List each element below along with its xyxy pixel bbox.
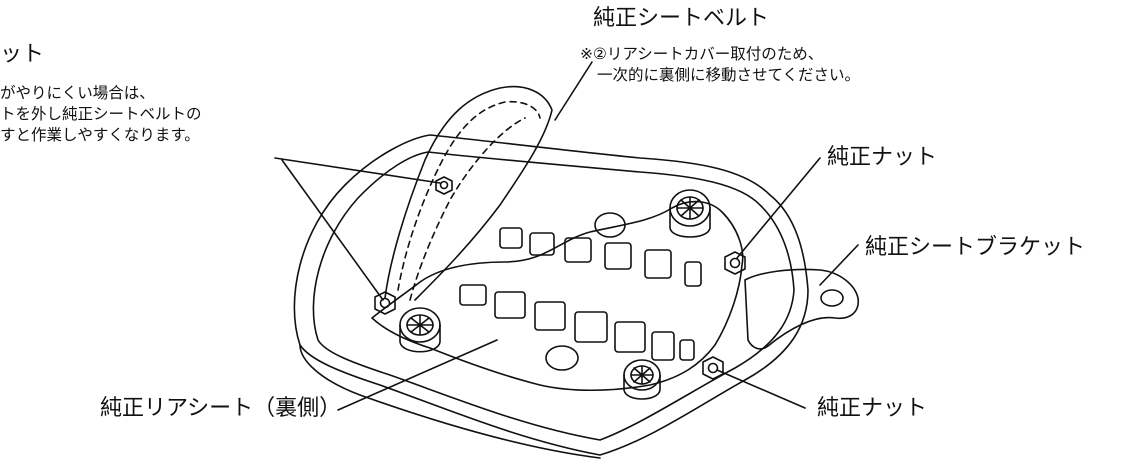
nut-right-lower xyxy=(702,356,724,380)
plate-slot xyxy=(651,331,675,361)
plate-slot xyxy=(574,311,608,343)
note-line: 一次的に裏側に移動させてください。 xyxy=(597,66,861,84)
seat-belt xyxy=(384,85,553,301)
leader-nut-bottom xyxy=(716,369,806,409)
plate-slot xyxy=(684,261,702,287)
plate-slot xyxy=(604,242,632,270)
seat-bracket xyxy=(744,268,860,350)
nut-right-upper xyxy=(724,251,746,275)
note-line: トを外し純正シートベルトの xyxy=(0,105,202,123)
leader-left-note xyxy=(274,157,441,184)
note-line: すと作業しやすくなります。 xyxy=(0,126,200,144)
plate-hole xyxy=(594,212,626,238)
plate-slot xyxy=(529,232,555,256)
leader-left-note xyxy=(281,159,384,301)
seat-belt-stitch xyxy=(397,100,541,291)
rubber-damper xyxy=(399,307,441,353)
nut-rear-left xyxy=(435,176,453,195)
plate-hole xyxy=(545,345,579,371)
seat-shell-inner-edge xyxy=(312,151,795,441)
note-line: がやりにくい場合は、 xyxy=(0,84,155,102)
label-nut-bottom: 純正ナット xyxy=(817,396,928,421)
seat-belt-stitch xyxy=(409,117,526,301)
label-seat-belt: 純正シートベルト xyxy=(593,6,770,31)
plate-slot xyxy=(494,291,526,319)
seat-front-face xyxy=(299,344,601,459)
label-seat-bracket: 純正シートブラケット xyxy=(865,235,1086,260)
leader-belt xyxy=(554,61,593,121)
leader-bracket xyxy=(819,244,859,286)
plate-slot xyxy=(614,321,646,353)
note-line: ※②リアシートカバー取付のため、 xyxy=(580,45,824,63)
label-seat-belt-note: ※②リアシートカバー取付のため、 一次的に裏側に移動させてください。 xyxy=(580,44,860,86)
base-plate-outline xyxy=(371,200,744,392)
plate-slot xyxy=(644,249,672,279)
plate-slot xyxy=(679,339,695,361)
rubber-damper xyxy=(623,359,661,400)
leader-nut-top xyxy=(736,157,821,259)
rubber-damper xyxy=(669,189,711,238)
label-left-title: ット xyxy=(0,42,45,67)
leader-rear-seat xyxy=(337,339,498,411)
label-left-note: がやりにくい場合は、 トを外し純正シートベルトの すと作業しやすくなります。 xyxy=(0,83,202,146)
plate-slot xyxy=(564,237,592,263)
seat-shell-outline xyxy=(293,134,809,456)
bracket-hole xyxy=(820,289,844,307)
plate-slot xyxy=(459,284,487,306)
plate-slot xyxy=(534,301,566,331)
label-rear-seat: 純正リアシート（裏側） xyxy=(100,396,342,421)
label-nut-top: 純正ナット xyxy=(827,145,938,170)
plate-slot xyxy=(499,227,523,249)
